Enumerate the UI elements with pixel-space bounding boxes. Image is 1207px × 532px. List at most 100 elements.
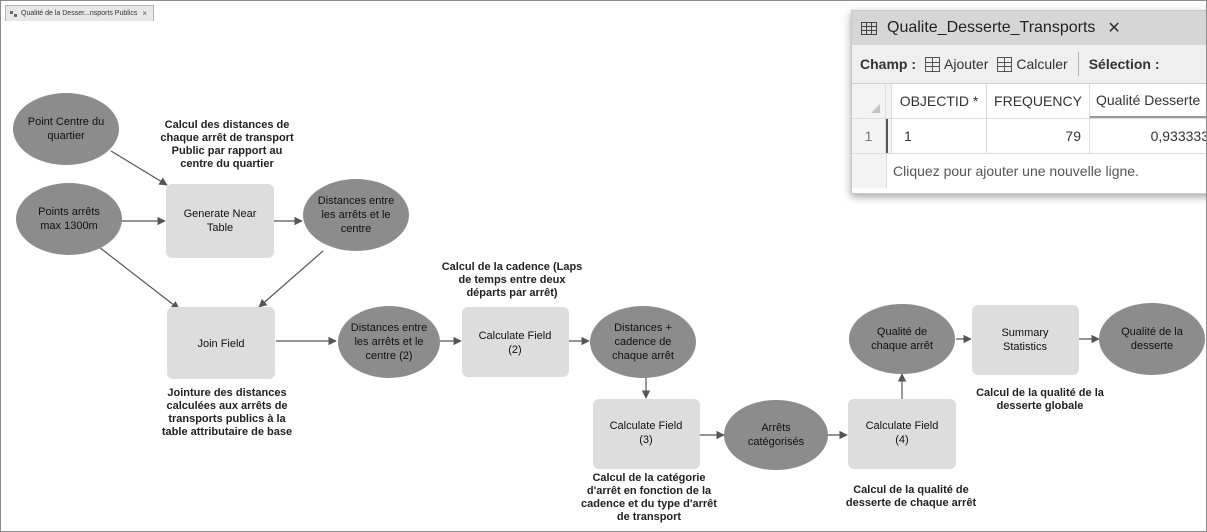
node-distances-centre-line-2: les arrêts et le xyxy=(321,209,390,221)
node-distances-centre-2-line-1: Distances entre xyxy=(351,322,427,334)
add-row-text[interactable]: Cliquez pour ajouter une nouvelle ligne. xyxy=(893,163,1139,179)
node-distances-cadence-line-2: cadence de xyxy=(615,336,672,348)
node-calculate-field-3[interactable]: Calculate Field (3) xyxy=(593,399,700,469)
annotation-distances-line-1: Calcul des distances de xyxy=(165,119,290,131)
annotation-distances-line-3: Public par rapport au xyxy=(172,145,283,157)
node-calc-field-4-line-2: (4) xyxy=(895,434,908,446)
attribute-table-toolbar: Champ : Ajouter Calculer Sélection : xyxy=(852,45,1206,84)
svg-text:Join Field: Join Field xyxy=(197,338,244,350)
annotation-cadence-line-3: départs par arrêt) xyxy=(466,287,557,299)
add-field-button[interactable]: Ajouter xyxy=(925,56,988,72)
node-generate-near-line-2: Table xyxy=(207,222,233,234)
add-row-index xyxy=(852,154,887,188)
node-qualite-arret-line-2: chaque arrêt xyxy=(871,340,933,352)
edge-arrets-to-join xyxy=(98,246,180,310)
node-distances-centre-2-line-3: centre (2) xyxy=(365,350,412,362)
annotation-categorie-line-4: de transport xyxy=(617,511,682,523)
calculate-field-button[interactable]: Calculer xyxy=(997,56,1068,72)
model-icon xyxy=(10,10,18,18)
annotation-qualite-globale-line-1: Calcul de la qualité de la xyxy=(976,387,1105,399)
node-distances-centre-2-line-2: les arrêts et le xyxy=(354,336,423,348)
annotation-cadence-line-2: de temps entre deux xyxy=(459,274,567,286)
annotation-distances-line-2: chaque arrêt de transport xyxy=(160,132,294,144)
node-point-centre-line-2: quartier xyxy=(47,130,85,142)
svg-text:Calculate Field(4): Calculate Field (4) xyxy=(866,420,939,446)
column-header-objectid[interactable]: OBJECTID * xyxy=(892,84,987,118)
close-icon[interactable]: × xyxy=(142,9,148,18)
node-calc-field-4-line-1: Calculate Field xyxy=(866,420,939,432)
node-summary-line-1: Summary xyxy=(1001,327,1049,339)
column-header-frequency[interactable]: FREQUENCY xyxy=(987,84,1090,118)
cell-qualite[interactable]: 0,933333 xyxy=(1090,119,1206,153)
column-header-qualite[interactable]: Qualité Desserte xyxy=(1090,84,1206,118)
node-points-arrets-line-1: Points arrêts xyxy=(38,206,100,218)
node-join-field[interactable]: Join Field xyxy=(167,307,275,379)
annotation-cadence-line-1: Calcul de la cadence (Laps xyxy=(442,261,583,273)
edges xyxy=(98,150,1100,440)
node-point-centre-line-1: Point Centre du xyxy=(28,116,104,128)
annotation-categorie-line-3: cadence et du type d'arrêt xyxy=(581,498,717,510)
annotation-jointure-line-4: table attributaire de base xyxy=(162,426,292,438)
node-arrets-categorises[interactable]: Arrêts catégorisés xyxy=(724,400,828,470)
add-row-prompt[interactable]: Cliquez pour ajouter une nouvelle ligne. xyxy=(852,154,1206,188)
node-distances-centre-2[interactable]: Distances entre les arrêts et le centre (2… xyxy=(338,306,440,378)
node-calculate-field-4[interactable]: Calculate Field (4) xyxy=(848,399,956,469)
toolbar-separator xyxy=(1077,52,1079,76)
svg-text:Calculate Field(3): Calculate Field (3) xyxy=(610,420,683,446)
node-point-centre[interactable]: Point Centre du quartier xyxy=(13,93,119,165)
add-field-label: Ajouter xyxy=(944,56,989,72)
node-distances-centre-line-3: centre xyxy=(341,223,372,235)
node-calc-field-3-line-1: Calculate Field xyxy=(610,420,683,432)
row-index[interactable]: 1 xyxy=(852,119,886,153)
attribute-table-tab[interactable]: Qualite_Desserte_Transports ✕ xyxy=(852,11,1206,45)
champ-label: Champ : xyxy=(860,56,916,72)
annotation-categorie-line-1: Calcul de la catégorie xyxy=(592,472,705,484)
attribute-table-title: Qualite_Desserte_Transports xyxy=(887,19,1096,36)
node-arrets-categorises-line-2: catégorisés xyxy=(748,436,805,448)
table-row[interactable]: 1 1 79 0,933333 xyxy=(852,119,1206,154)
node-calculate-field-2[interactable]: Calculate Field (2) xyxy=(462,307,569,377)
node-calc-field-2-line-2: (2) xyxy=(508,344,521,356)
cell-objectid[interactable]: 1 xyxy=(892,119,987,153)
node-calc-field-2-line-1: Calculate Field xyxy=(479,330,552,342)
model-tab[interactable]: Qualité de la Desser...nsports Publics × xyxy=(5,5,155,21)
node-generate-near-line-1: Generate Near xyxy=(184,208,257,220)
node-calc-field-3-line-2: (3) xyxy=(639,434,652,446)
node-distances-cadence-line-3: chaque arrêt xyxy=(612,350,674,362)
cell-frequency[interactable]: 79 xyxy=(987,119,1090,153)
annotation-qualite-arret-line-1: Calcul de la qualité de xyxy=(853,484,969,496)
node-points-arrets-line-2: max 1300m xyxy=(40,220,97,232)
close-icon[interactable]: ✕ xyxy=(1107,20,1121,37)
select-all-corner[interactable] xyxy=(852,84,886,118)
annotation-jointure-line-1: Jointure des distances xyxy=(167,387,286,399)
selection-label: Sélection : xyxy=(1088,56,1160,72)
node-points-arrets[interactable]: Points arrêts max 1300m xyxy=(16,183,122,255)
annotation-distances-line-4: centre du quartier xyxy=(180,158,274,170)
annotation-qualite-globale-line-2: desserte globale xyxy=(997,400,1084,412)
node-arrets-categorises-line-1: Arrêts xyxy=(761,422,791,434)
add-field-icon xyxy=(925,56,940,72)
